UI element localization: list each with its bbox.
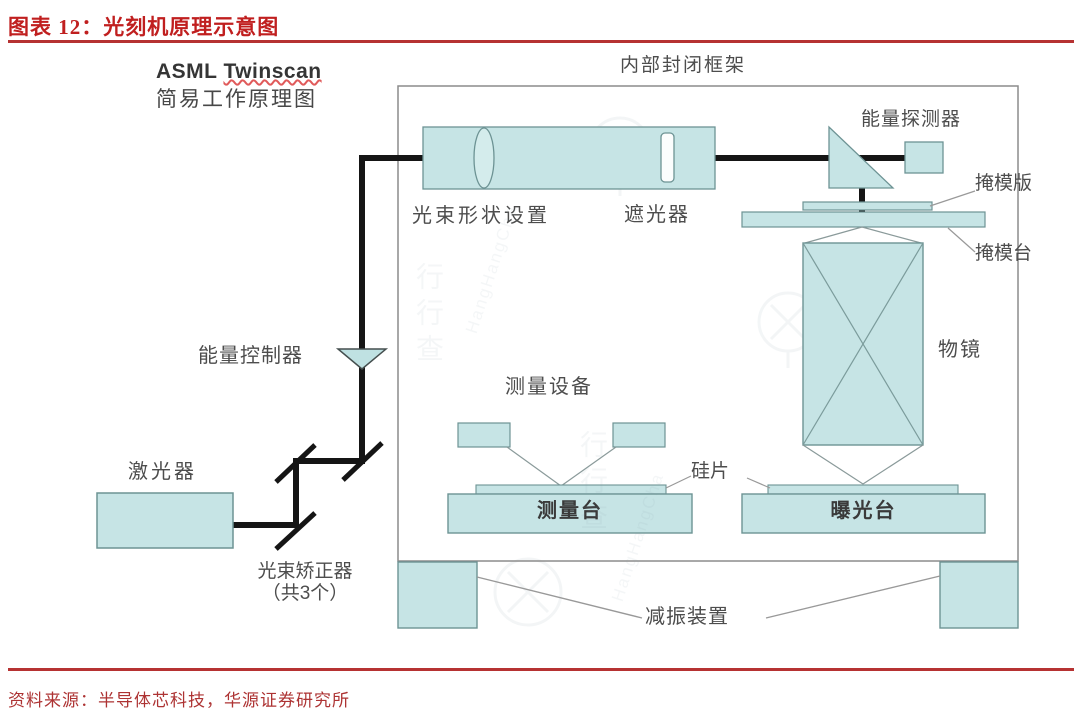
focus-line	[862, 444, 924, 485]
mask-label: 掩模版	[975, 173, 1033, 194]
subtitle-twinscan: Twinscan	[223, 60, 322, 83]
leader-damper-right	[765, 575, 941, 619]
mask-bar	[802, 201, 933, 211]
footer-rule	[8, 668, 1074, 671]
cone-line	[861, 226, 922, 244]
metrology-label: 测量设备	[505, 376, 593, 398]
shutter-slot	[660, 132, 675, 183]
objective-diagonal	[802, 242, 924, 446]
metrology-sight-line	[506, 446, 562, 487]
lens-icon	[473, 127, 495, 189]
damper-box-right	[939, 561, 1019, 629]
metrology-box-left	[457, 422, 511, 448]
enclosed-frame-label: 内部封闭框架	[620, 55, 747, 76]
energy-controller-label: 能量控制器	[198, 345, 303, 367]
watermark-logo-icon	[493, 116, 819, 627]
damper-label: 减振装置	[645, 606, 729, 628]
figure-title: 图表 12：光刻机原理示意图	[8, 15, 280, 39]
beam-corrector-mirror-1	[274, 511, 317, 551]
metrology-sight-line	[560, 446, 617, 487]
laser-box	[96, 492, 234, 549]
energy-detector-box	[904, 141, 944, 174]
diagram-subtitle-cn: 简易工作原理图	[156, 88, 317, 111]
focus-line	[802, 444, 864, 485]
wafer-on-measure-stage	[475, 484, 667, 495]
diagram-subtitle-en: ASML Twinscan	[156, 60, 322, 84]
cone-line	[804, 226, 863, 244]
energy-controller-funnel	[335, 348, 389, 370]
enclosed-frame	[397, 85, 1019, 562]
beam-corrector-count: （共3个）	[261, 582, 349, 604]
mask-stage-bar	[741, 211, 986, 228]
beam-corrector-label: 光束矫正器 （共3个）	[232, 561, 378, 605]
laser-label: 激光器	[128, 461, 197, 483]
leader-mask-stage	[947, 227, 976, 253]
leader-wafer-right	[746, 477, 771, 489]
damper-box-left	[397, 561, 478, 629]
leader-damper-left	[476, 576, 643, 619]
energy-detector-label: 能量探测器	[861, 109, 962, 130]
leader-mask	[929, 190, 976, 207]
mask-stage-label: 掩模台	[975, 243, 1033, 264]
subtitle-asml: ASML	[156, 60, 224, 83]
source-note: 资料来源：半导体芯科技，华源证券研究所	[8, 691, 350, 710]
beam-corrector-name: 光束矫正器	[257, 561, 353, 582]
wafer-on-expose-stage	[767, 484, 959, 495]
wafer-label: 硅片	[691, 461, 730, 482]
fold-mirror-triangle	[828, 125, 895, 189]
title-rule	[8, 40, 1074, 43]
leader-wafer-left	[665, 475, 692, 489]
beam-corrector-mirror-2	[274, 443, 317, 484]
expose-stage-box	[741, 493, 986, 534]
measure-stage-label: 测量台	[537, 500, 603, 522]
beam-corrector-mirror-3	[341, 441, 384, 482]
beam-shaper-label: 光束形状设置	[412, 205, 550, 227]
objective-label: 物镜	[938, 339, 982, 361]
expose-stage-label: 曝光台	[830, 500, 897, 522]
shutter-label: 遮光器	[624, 204, 690, 226]
measure-stage-box	[447, 493, 693, 534]
metrology-box-right	[612, 422, 666, 448]
